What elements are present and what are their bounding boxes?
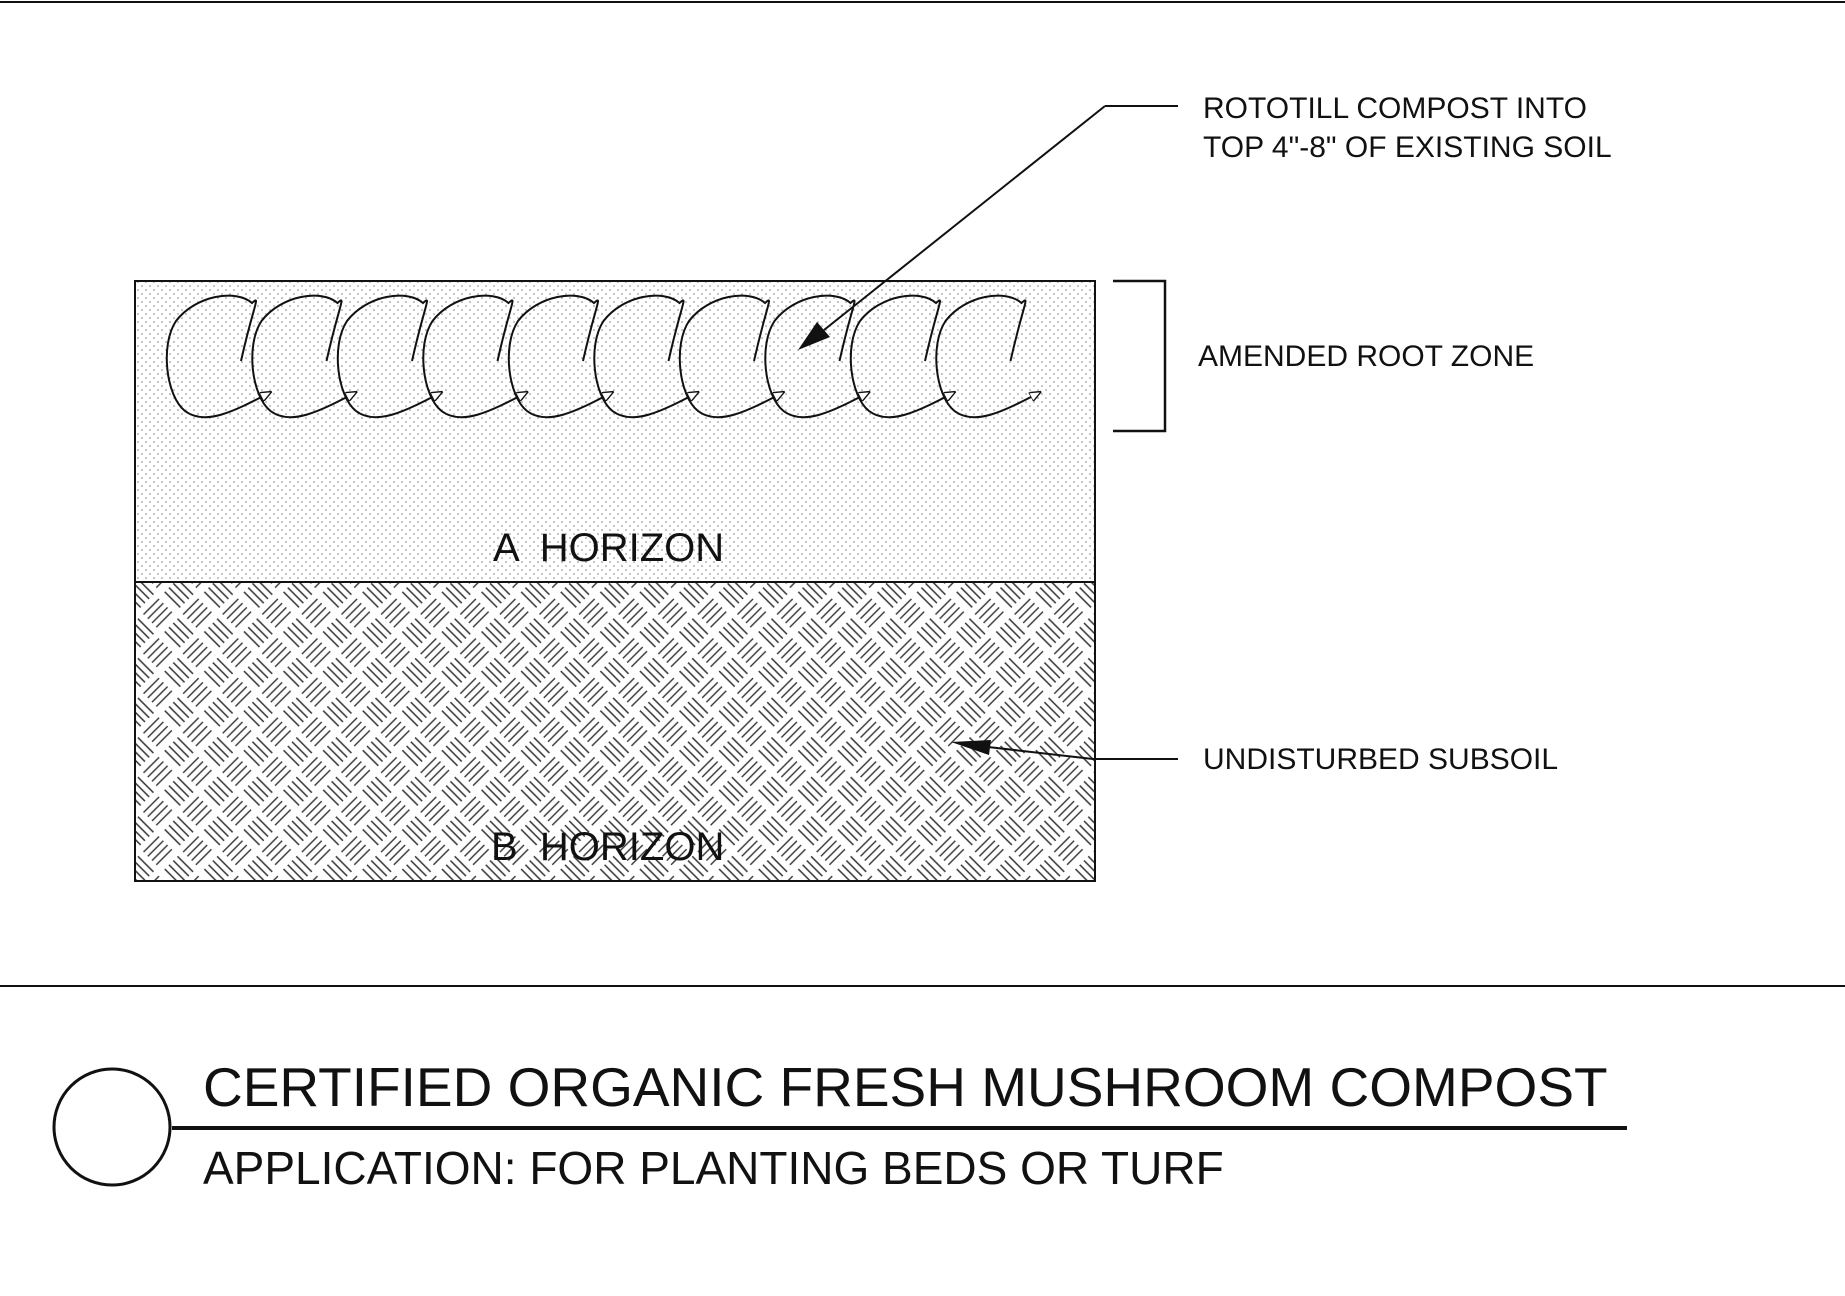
drawing-title: CERTIFIED ORGANIC FRESH MUSHROOM COMPOST bbox=[203, 1056, 1608, 1118]
rototill-leader bbox=[798, 105, 1178, 350]
rototill-swirl-arrow bbox=[336, 294, 442, 419]
subsoil-leader-arrowhead bbox=[951, 740, 991, 755]
b-horizon-label: B HORIZON bbox=[491, 825, 724, 869]
rototill-swirl-arrow bbox=[678, 294, 784, 419]
subsoil-leader bbox=[951, 740, 1178, 760]
rototill-swirls bbox=[165, 294, 1041, 419]
rototill-swirl-arrow bbox=[935, 294, 1040, 419]
b-horizon-layer bbox=[134, 581, 1096, 882]
callout-subsoil: UNDISTURBED SUBSOIL bbox=[1203, 743, 1558, 776]
root-zone-bracket bbox=[1113, 279, 1167, 433]
rototill-swirl-arrow bbox=[165, 294, 271, 419]
a-horizon-label: A HORIZON bbox=[493, 526, 724, 570]
rototill-swirl-arrow bbox=[849, 294, 955, 419]
callout-rototill-line1: ROTOTILL COMPOST INTO bbox=[1203, 92, 1587, 125]
rototill-swirl-arrow bbox=[422, 294, 527, 419]
detail-number-circle bbox=[52, 1067, 172, 1187]
rototill-swirl-arrow bbox=[507, 294, 613, 419]
callout-root-zone: AMENDED ROOT ZONE bbox=[1198, 340, 1534, 373]
rototill-leader-arrowhead bbox=[798, 322, 830, 350]
drawing-subtitle: APPLICATION: FOR PLANTING BEDS OR TURF bbox=[203, 1142, 1224, 1194]
rototill-swirl-arrow bbox=[251, 294, 356, 419]
callout-rototill-line2: TOP 4"-8" OF EXISTING SOIL bbox=[1203, 131, 1612, 164]
rototill-swirl-arrow bbox=[764, 294, 869, 419]
rototill-swirl-arrow bbox=[593, 294, 698, 419]
